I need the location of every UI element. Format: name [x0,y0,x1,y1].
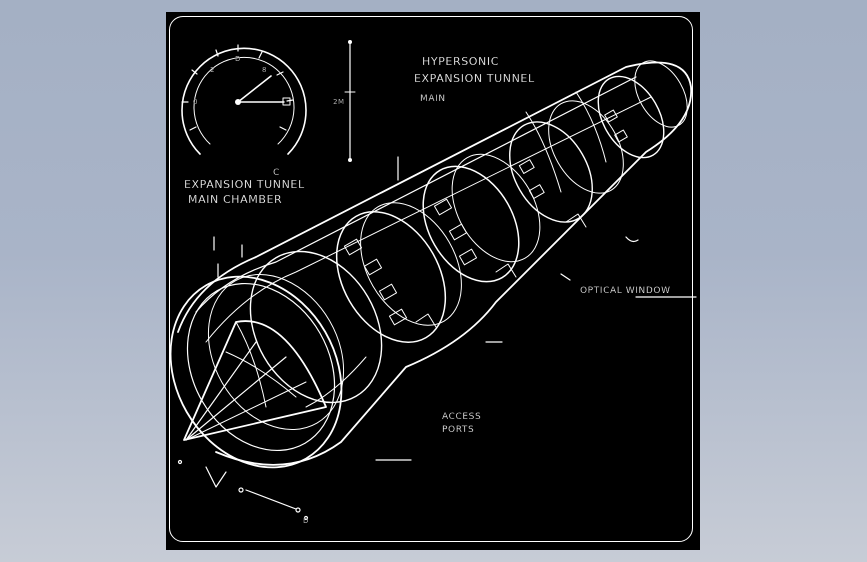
cad-viewport[interactable]: 0 2 8 D C 2M [166,12,700,550]
tunnel-title-line2: EXPANSION TUNNEL [414,72,535,85]
drawing-canvas: 0 2 8 D C 2M [169,40,697,525]
pointer-end-label: D [303,517,309,525]
gauge-bottom-label: C [273,168,280,178]
drawing-frame [169,16,693,542]
gauge-icon: 0 2 8 [181,44,307,155]
scale-mark-label: 2M [333,98,345,106]
svg-text:2: 2 [210,66,215,74]
tunnel-title-line1: HYPERSONIC [422,55,499,68]
tunnel-drawing [169,60,697,521]
scale-bar [344,40,356,162]
chamber-label-line2: MAIN CHAMBER [188,193,282,206]
access-label-line1: ACCESS [442,412,481,422]
gauge-top-label: D [235,55,241,63]
svg-text:0: 0 [193,98,198,106]
tunnel-title-line3: MAIN [420,94,446,104]
chamber-label-line1: EXPANSION TUNNEL [184,178,305,191]
svg-text:8: 8 [262,66,267,74]
optical-window-label: OPTICAL WINDOW [580,286,671,296]
access-label-line2: PORTS [442,425,474,435]
